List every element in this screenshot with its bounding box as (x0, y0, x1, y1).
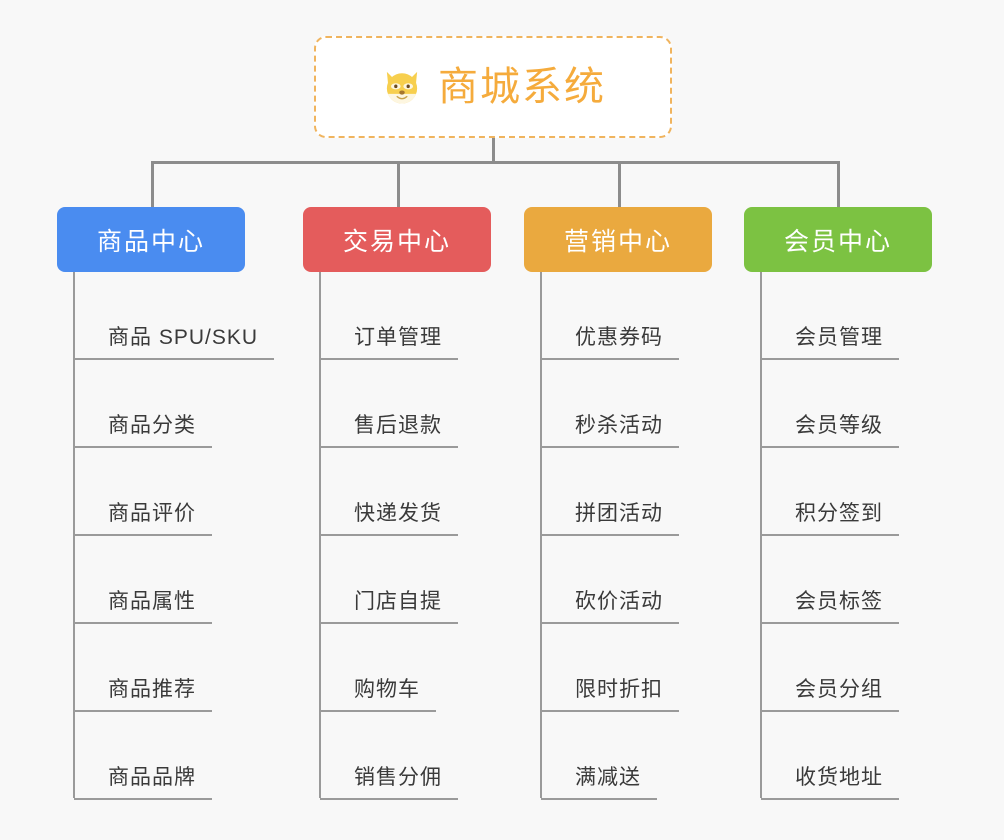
category-box-marketing-center[interactable]: 营销中心 (524, 207, 712, 272)
dog-face-icon (380, 65, 424, 109)
list-item[interactable]: 拼团活动 (541, 448, 712, 536)
list-item[interactable]: 销售分佣 (320, 712, 491, 800)
list-item[interactable]: 快递发货 (320, 448, 491, 536)
list-item[interactable]: 积分签到 (761, 448, 932, 536)
list-item[interactable]: 秒杀活动 (541, 360, 712, 448)
list-item[interactable]: 商品推荐 (74, 624, 274, 712)
leaf-label: 秒杀活动 (541, 415, 679, 448)
leaf-label: 快递发货 (320, 503, 458, 536)
category-box-member-center[interactable]: 会员中心 (744, 207, 932, 272)
leaf-label: 积分签到 (761, 503, 899, 536)
category-label-member-center: 会员中心 (783, 227, 892, 256)
leaf-label: 满减送 (541, 767, 657, 800)
connector-drop-trade-center (397, 161, 400, 207)
list-item[interactable]: 商品分类 (74, 360, 274, 448)
root-title: 商城系统 (438, 65, 606, 109)
leaf-label: 商品分类 (74, 415, 212, 448)
leaf-label: 商品品牌 (74, 767, 212, 800)
list-item[interactable]: 会员等级 (761, 360, 932, 448)
list-item[interactable]: 会员标签 (761, 536, 932, 624)
list-item[interactable]: 优惠券码 (541, 272, 712, 360)
leaf-label: 售后退款 (320, 415, 458, 448)
category-box-product-center[interactable]: 商品中心 (57, 207, 245, 272)
leaf-label: 商品 SPU/SKU (74, 327, 275, 360)
leaf-label: 优惠券码 (541, 327, 679, 360)
leaf-label: 会员管理 (761, 327, 899, 360)
leaf-label: 会员分组 (761, 679, 899, 712)
leaf-label: 拼团活动 (541, 503, 679, 536)
column-product-center: 商品中心 商品 SPU/SKU 商品分类 商品评价 商品属性 商品推荐 商品品牌 (57, 207, 275, 800)
leaf-label: 商品评价 (74, 503, 212, 536)
category-box-trade-center[interactable]: 交易中心 (303, 207, 491, 272)
list-item[interactable]: 商品品牌 (74, 712, 274, 800)
category-label-product-center: 商品中心 (96, 227, 205, 256)
list-item[interactable]: 购物车 (320, 624, 491, 712)
connector-root-stem (492, 138, 495, 164)
leaf-label: 限时折扣 (541, 679, 679, 712)
leaf-label: 购物车 (320, 679, 436, 712)
list-item[interactable]: 会员分组 (761, 624, 932, 712)
leaf-list-member-center: 会员管理 会员等级 积分签到 会员标签 会员分组 收货地址 (744, 272, 932, 800)
column-trade-center: 交易中心 订单管理 售后退款 快递发货 门店自提 购物车 销售分佣 (303, 207, 491, 800)
list-item[interactable]: 满减送 (541, 712, 712, 800)
leaf-label: 收货地址 (761, 767, 899, 800)
list-item[interactable]: 限时折扣 (541, 624, 712, 712)
leaf-list-product-center: 商品 SPU/SKU 商品分类 商品评价 商品属性 商品推荐 商品品牌 (57, 272, 275, 800)
connector-drop-member-center (837, 161, 840, 207)
leaf-label: 订单管理 (320, 327, 458, 360)
leaf-label: 会员标签 (761, 591, 899, 624)
list-item[interactable]: 订单管理 (320, 272, 491, 360)
leaf-label: 砍价活动 (541, 591, 679, 624)
column-marketing-center: 营销中心 优惠券码 秒杀活动 拼团活动 砍价活动 限时折扣 满减送 (524, 207, 712, 800)
root-node[interactable]: 商城系统 (314, 36, 672, 138)
list-item[interactable]: 商品评价 (74, 448, 274, 536)
connector-drop-marketing-center (618, 161, 621, 207)
leaf-label: 会员等级 (761, 415, 899, 448)
list-item[interactable]: 砍价活动 (541, 536, 712, 624)
connector-drop-product-center (151, 161, 154, 207)
list-item[interactable]: 商品 SPU/SKU (74, 272, 275, 360)
list-item[interactable]: 商品属性 (74, 536, 274, 624)
leaf-label: 商品属性 (74, 591, 212, 624)
leaf-label: 门店自提 (320, 591, 458, 624)
list-item[interactable]: 售后退款 (320, 360, 491, 448)
list-item[interactable]: 收货地址 (761, 712, 932, 800)
leaf-list-trade-center: 订单管理 售后退款 快递发货 门店自提 购物车 销售分佣 (303, 272, 491, 800)
list-item[interactable]: 门店自提 (320, 536, 491, 624)
category-label-marketing-center: 营销中心 (563, 227, 672, 256)
leaf-label: 商品推荐 (74, 679, 212, 712)
leaf-list-marketing-center: 优惠券码 秒杀活动 拼团活动 砍价活动 限时折扣 满减送 (524, 272, 712, 800)
leaf-label: 销售分佣 (320, 767, 458, 800)
list-item[interactable]: 会员管理 (761, 272, 932, 360)
column-member-center: 会员中心 会员管理 会员等级 积分签到 会员标签 会员分组 收货地址 (744, 207, 932, 800)
category-label-trade-center: 交易中心 (342, 227, 451, 256)
connector-bus (151, 161, 839, 164)
